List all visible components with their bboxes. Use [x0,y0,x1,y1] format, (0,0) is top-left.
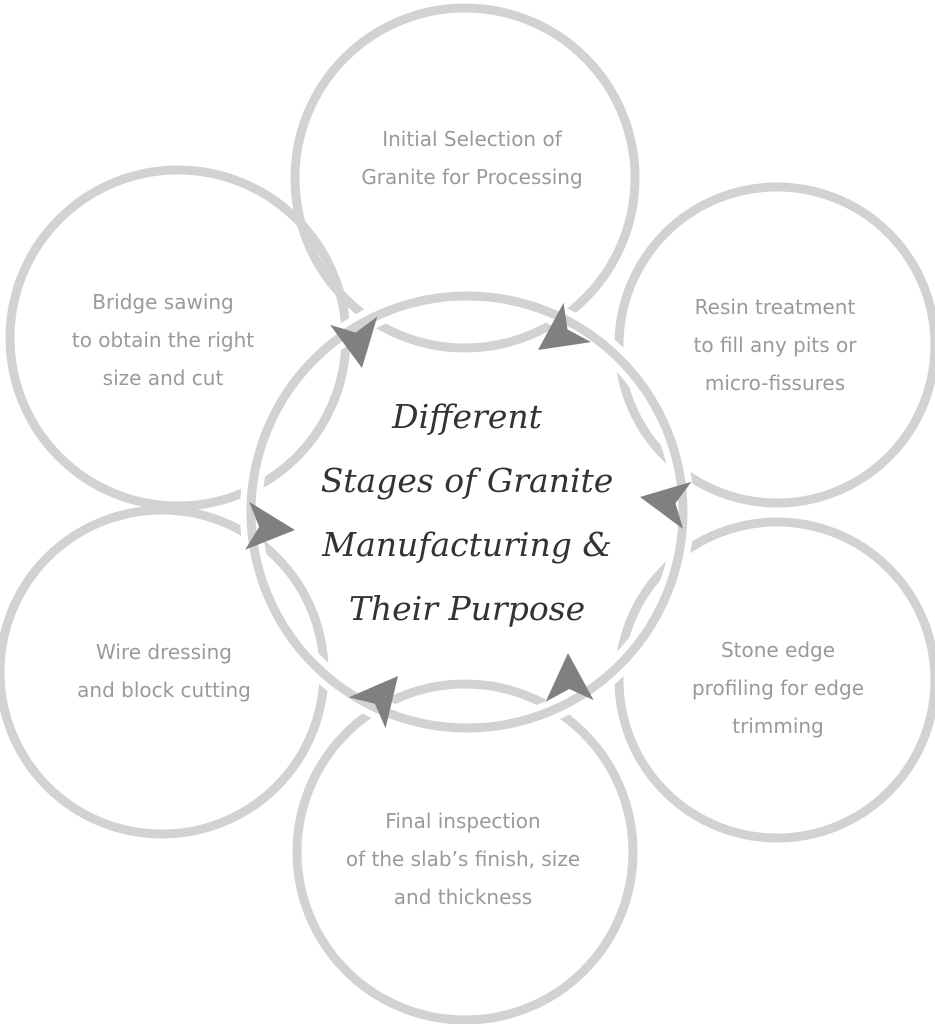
stage-text: to fill any pits or [693,333,857,357]
stage-text: Final inspection [385,809,541,833]
title-line: Different [392,397,542,436]
arrow-icon [245,501,295,550]
title-line: Manufacturing & [322,525,612,564]
stage-text: size and cut [102,366,224,390]
stage-text: Bridge sawing [92,290,234,314]
stage-text: Granite for Processing [361,165,583,189]
stage-text: and thickness [393,885,533,909]
center-ring [246,291,688,733]
ring-final-inspection [292,679,638,1024]
stage-initial-selection: Initial Selection of Granite for Process… [342,120,602,196]
stage-text: of the slab’s finish, size [345,847,581,871]
stage-text: to obtain the right [71,328,255,352]
stage-edge-profiling: Stone edge profiling for edge trimming [648,631,908,745]
title-line: Stages of Granite [320,461,614,500]
stage-text: Initial Selection of [382,127,562,151]
stage-text: micro-fissures [704,371,846,395]
stage-text: Stone edge [720,638,836,662]
stage-resin-treatment: Resin treatment to fill any pits or micr… [645,288,905,402]
diagram-title: Different Stages of Granite Manufacturin… [267,385,667,641]
stage-text: Resin treatment [694,295,856,319]
arrow-icon [348,676,398,729]
stage-text: and block cutting [77,678,251,702]
arrow-icon [538,302,592,350]
stage-text: Wire dressing [96,640,232,664]
stage-bridge-sawing: Bridge sawing to obtain the right size a… [33,283,293,397]
stage-wire-dressing: Wire dressing and block cutting [34,633,294,709]
arrow-icon [330,316,378,368]
title-line: Their Purpose [348,589,586,628]
stage-final-inspection: Final inspection of the slab’s finish, s… [313,802,613,916]
ring-initial-selection [290,3,640,353]
arrow-icon [640,481,692,529]
arrow-icon [545,653,594,702]
stage-text: trimming [732,714,824,738]
stage-text: profiling for edge [691,676,864,700]
